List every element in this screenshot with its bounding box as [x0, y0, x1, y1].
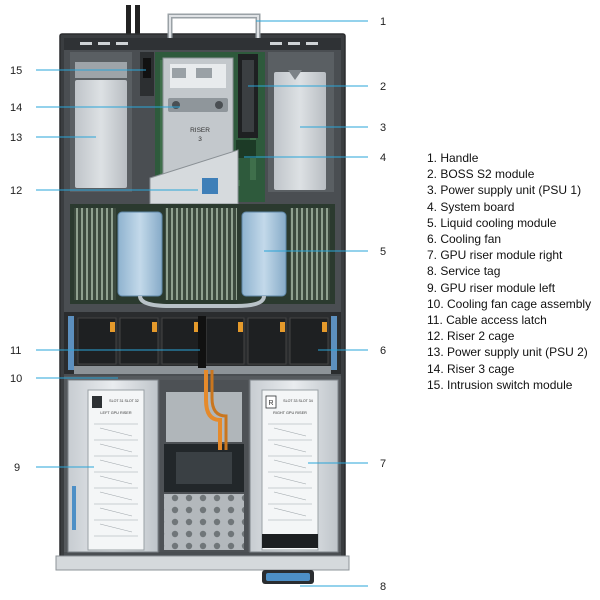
cooling-fan[interactable]: [119, 317, 159, 365]
callout-1: 1: [380, 16, 386, 28]
callout-5: 5: [380, 246, 386, 258]
component-legend: 1. Handle 2. BOSS S2 module 3. Power sup…: [427, 150, 597, 393]
callout-8: 8: [380, 581, 386, 593]
callout-7: 7: [380, 458, 386, 470]
callout-6: 6: [380, 345, 386, 357]
legend-item: 4. System board: [427, 199, 515, 214]
callout-3: 3: [380, 122, 386, 134]
legend-item: 3. Power supply unit (PSU 1): [427, 183, 582, 198]
riser-3-label-line-2: 3: [198, 136, 202, 143]
right-riser-badge: R: [268, 400, 273, 407]
liquid-cooling-module[interactable]: [117, 211, 287, 308]
right-riser-slots: SLOT 33 SLOT 34: [283, 399, 313, 403]
cooling-fan[interactable]: [205, 317, 245, 365]
cooling-fan[interactable]: [77, 317, 117, 365]
legend-item: 14. Riser 3 cage: [427, 361, 515, 376]
callout-leader-lines: [36, 20, 368, 587]
gpu-riser-module-left[interactable]: L SLOT 31 SLOT 32 LEFT GPU RISER: [67, 379, 159, 553]
legend-item: 1. Handle: [427, 151, 479, 165]
right-riser-title: RIGHT GPU RISER: [273, 411, 307, 415]
memory-area: [70, 204, 335, 304]
legend-item: 15. Intrusion switch module: [427, 377, 573, 392]
boss-s2-module[interactable]: [238, 54, 258, 138]
legend-item: 5. Liquid cooling module: [427, 215, 557, 230]
cooling-fans[interactable]: [77, 317, 329, 365]
callout-2: 2: [380, 81, 386, 93]
service-tag[interactable]: [262, 570, 314, 584]
legend-item: 13. Power supply unit (PSU 2): [427, 345, 588, 360]
callout-numbers: 1 2 3 4 5 6 7 8 9 10 11 12 13 14 15: [10, 16, 386, 593]
handle[interactable]: [167, 13, 261, 40]
legend-item: 8. Service tag: [427, 264, 501, 279]
cooling-fan[interactable]: [161, 317, 201, 365]
cooling-fan[interactable]: [247, 317, 287, 365]
riser-3-label-line-1: RISER: [190, 127, 210, 134]
legend-item: 12. Riser 2 cage: [427, 329, 515, 344]
left-riser-slots: SLOT 31 SLOT 32: [109, 399, 139, 403]
callout-10: 10: [10, 373, 22, 385]
legend-item: 6. Cooling fan: [427, 232, 502, 247]
left-riser-badge: L: [95, 400, 99, 407]
callout-4: 4: [380, 152, 386, 164]
callout-9: 9: [14, 462, 20, 474]
legend-item: 2. BOSS S2 module: [427, 167, 535, 182]
legend-item: 10. Cooling fan cage assembly: [427, 296, 592, 311]
cable-access-latch[interactable]: [198, 316, 206, 368]
callout-12: 12: [10, 185, 22, 197]
left-riser-title: LEFT GPU RISER: [100, 411, 131, 415]
power-supply-unit-psu-2[interactable]: [70, 52, 132, 192]
callout-15: 15: [10, 65, 22, 77]
intrusion-switch-module[interactable]: [140, 52, 154, 96]
legend-item: 9. GPU riser module left: [427, 280, 556, 295]
gpu-riser-module-right[interactable]: R SLOT 33 SLOT 34 RIGHT GPU RISER: [249, 379, 339, 553]
callout-11: 11: [10, 345, 21, 357]
front-bezel: [55, 555, 350, 571]
top-cables: [126, 5, 140, 43]
legend-item: 7. GPU riser module right: [427, 248, 563, 263]
legend-item: 11. Cable access latch: [427, 313, 547, 328]
cooling-fan[interactable]: [289, 317, 329, 365]
power-supply-unit-psu-1[interactable]: [268, 52, 334, 192]
center-bay: [160, 370, 248, 552]
callout-13: 13: [10, 132, 22, 144]
callout-14: 14: [10, 102, 22, 114]
